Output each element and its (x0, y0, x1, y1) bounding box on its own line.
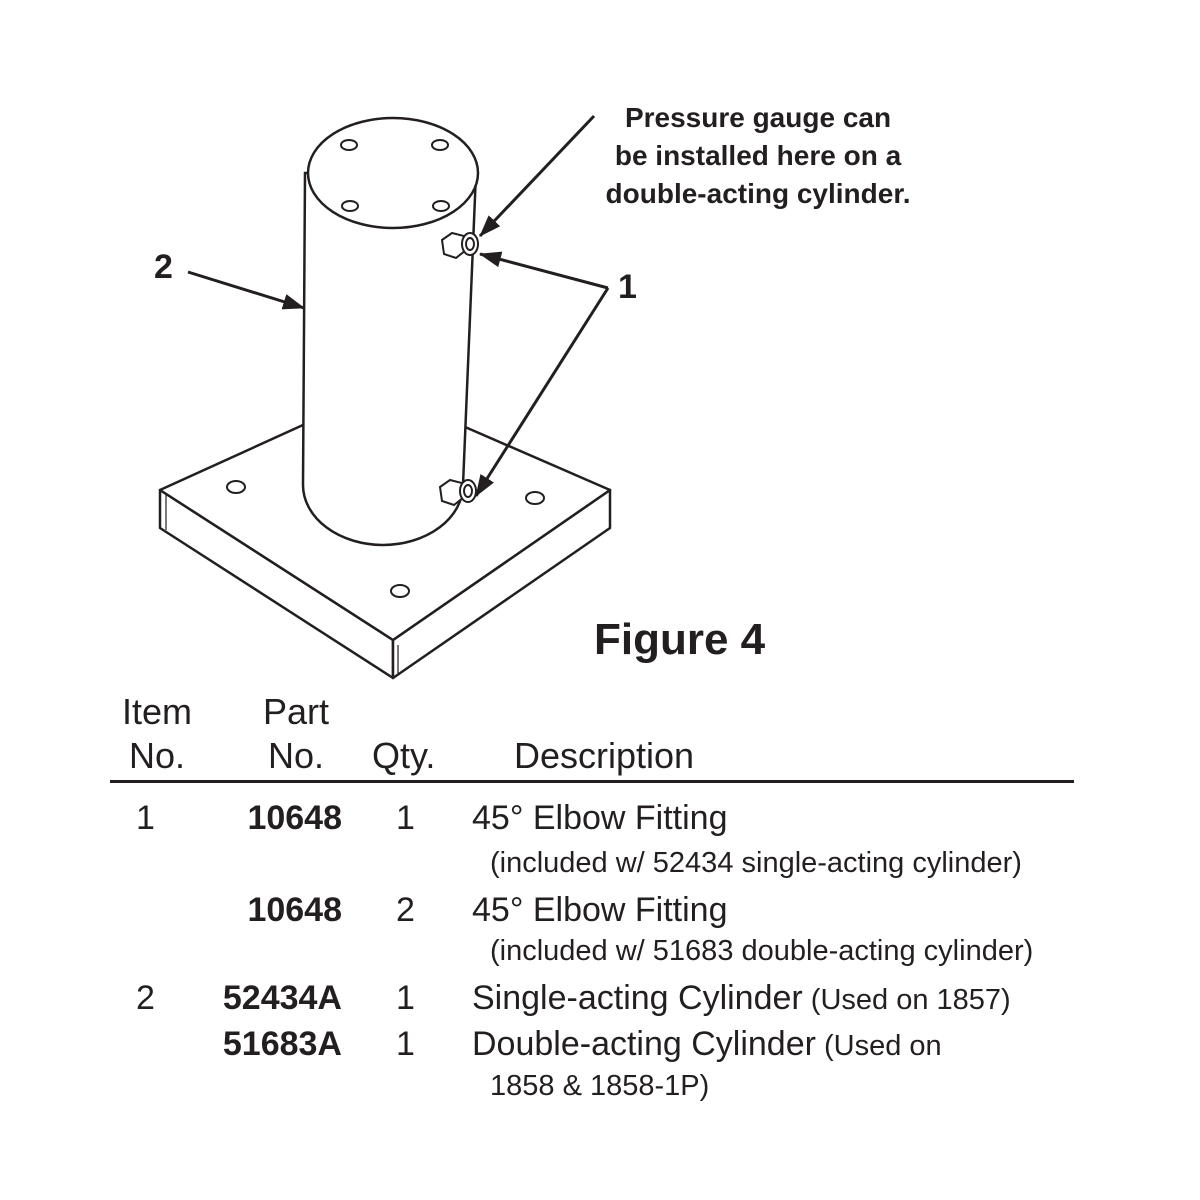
row-description-sub: (included w/ 52434 single-acting cylinde… (490, 847, 1022, 879)
header-rule (110, 780, 1074, 783)
header-item: Item No. (121, 691, 192, 776)
row-qty: 1 (396, 799, 415, 837)
row-item-no: 2 (136, 979, 155, 1017)
row-part-no: 51683A (222, 1025, 342, 1063)
item-2-leader-arrow (187, 270, 305, 310)
item-1-leader-arrow-lower (474, 287, 610, 497)
item-1-label: 1 (618, 268, 637, 306)
base-hole-left (226, 480, 246, 494)
elbow-fitting-lower (438, 478, 477, 507)
row-item-no: 1 (136, 799, 155, 837)
row-part-no: 10648 (247, 799, 342, 837)
callout-line-3: double-acting cylinder. (605, 178, 911, 209)
base-hole-front (390, 584, 410, 598)
header-description: Description (514, 735, 695, 776)
row-description: Double-acting Cylinder (Used on (472, 1025, 942, 1063)
figure-title: Figure 4 (594, 615, 766, 664)
row-part-no: 10648 (247, 891, 342, 929)
base-hole-right (525, 491, 545, 505)
row-description-sub: 1858 & 1858-1P) (490, 1070, 710, 1102)
row-qty: 1 (396, 1025, 415, 1063)
gauge-leader-arrow (478, 114, 596, 238)
row-part-no: 52434A (222, 979, 342, 1017)
row-description: 45° Elbow Fitting (472, 891, 728, 929)
row-qty: 2 (396, 891, 415, 929)
row-description: Single-acting Cylinder (Used on 1857) (472, 979, 1011, 1017)
row-qty: 1 (396, 979, 415, 1017)
elbow-fitting-upper (440, 231, 479, 260)
cylinder-top-face (306, 116, 480, 230)
callout-line-2: be installed here on a (614, 140, 902, 171)
row-description: 45° Elbow Fitting (472, 799, 728, 837)
base-plate-holes (226, 480, 545, 598)
leader-lines (187, 114, 610, 497)
item-1-leader-arrow-upper (479, 251, 609, 290)
cylinder-assembly-drawing (158, 114, 612, 680)
header-part: Part No. (262, 691, 330, 776)
pressure-gauge-callout: Pressure gauge can be installed here on … (578, 99, 938, 213)
item-2-label: 2 (154, 248, 173, 286)
cylinder-top-holes (340, 139, 450, 212)
header-qty: Qty. (372, 735, 436, 776)
row-description-sub: (included w/ 51683 double-acting cylinde… (490, 935, 1034, 967)
callout-line-1: Pressure gauge can (624, 102, 892, 133)
